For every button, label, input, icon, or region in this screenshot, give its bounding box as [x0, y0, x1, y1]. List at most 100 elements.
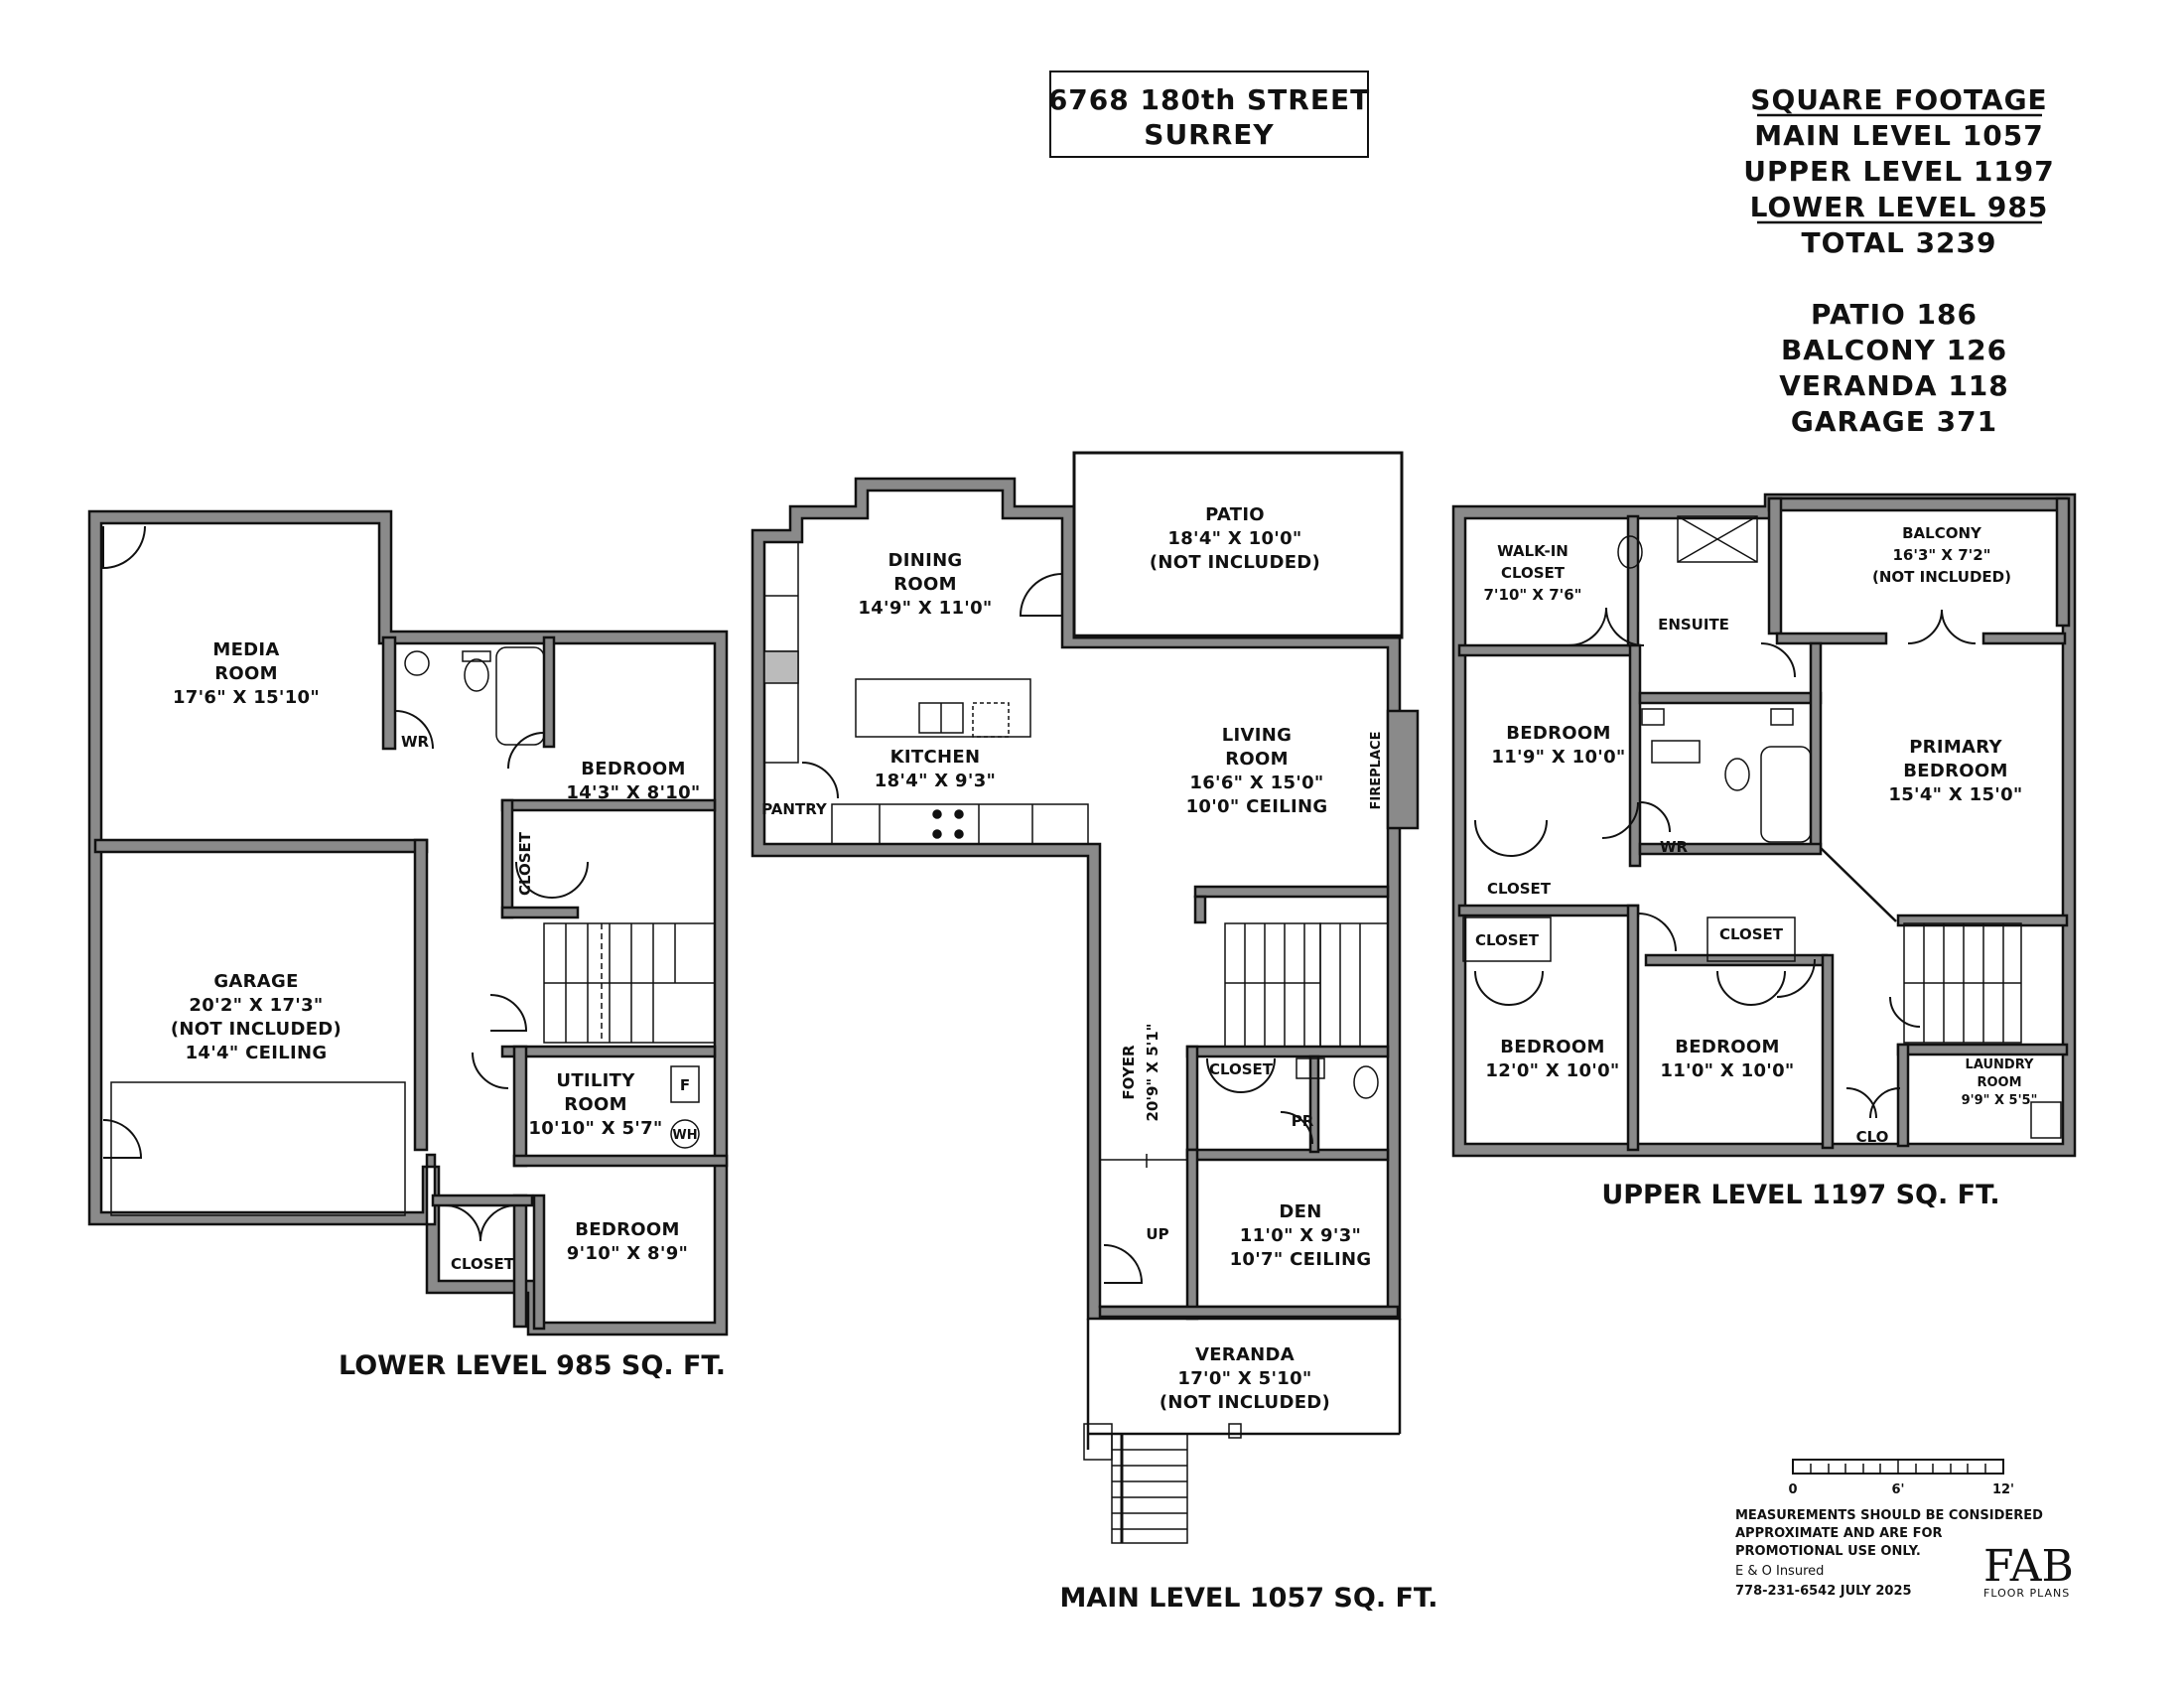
- main-living-dims: 16'6" X 15'0": [1189, 773, 1323, 793]
- main-veranda-dims: 17'0" X 5'10": [1177, 1368, 1311, 1389]
- upper-primary-line2: BEDROOM: [1903, 761, 2007, 781]
- main-patio-note: (NOT INCLUDED): [1150, 552, 1320, 573]
- lower-media-line1: MEDIA: [212, 639, 279, 660]
- logo-subtitle: FLOOR PLANS: [1983, 1587, 2070, 1600]
- lower-bedroom2-name: BEDROOM: [575, 1219, 679, 1240]
- upper-balcony-dims: 16'3" X 7'2": [1892, 546, 1990, 564]
- upper-bedroom1-name: BEDROOM: [1506, 723, 1610, 744]
- lower-utility-dims: 10'10" X 5'7": [528, 1118, 662, 1139]
- upper-bedroom2-dims: 12'0" X 10'0": [1485, 1060, 1619, 1081]
- main-powder-room: PR: [1292, 1112, 1314, 1130]
- main-level-labels: DINING ROOM 14'9" X 11'0" PATIO 18'4" X …: [761, 504, 1437, 1614]
- lower-level-labels: MEDIA ROOM 17'6" X 15'10" WR BEDROOM 14'…: [171, 639, 726, 1381]
- lower-garage-ceiling: 14'4" CEILING: [186, 1043, 328, 1063]
- upper-wr: WR: [1660, 838, 1689, 856]
- upper-primary-dims: 15'4" X 15'0": [1888, 784, 2022, 805]
- upper-ensuite: ENSUITE: [1658, 616, 1729, 633]
- main-patio-name: PATIO: [1205, 504, 1265, 525]
- lower-bedroom1-name: BEDROOM: [581, 759, 685, 779]
- upper-bedroom3-name: BEDROOM: [1675, 1037, 1779, 1057]
- disclaimer-line4: E & O Insured: [1735, 1564, 1824, 1579]
- lower-water-heater-label: WH: [672, 1128, 697, 1143]
- upper-bedroom2-name: BEDROOM: [1500, 1037, 1604, 1057]
- main-dining-dims: 14'9" X 11'0": [858, 598, 992, 619]
- scale-zero: 0: [1788, 1482, 1797, 1497]
- upper-level-labels: WALK-IN CLOSET 7'10" X 7'6" ENSUITE BALC…: [1475, 524, 2037, 1210]
- lower-level-plan: [87, 509, 729, 1336]
- sqft-lower: LOWER LEVEL 985: [1750, 191, 2049, 223]
- upper-balcony-name: BALCONY: [1902, 524, 1982, 542]
- upper-laundry-dims: 9'9" X 5'5": [1962, 1093, 2038, 1108]
- upper-clo: CLO: [1856, 1128, 1889, 1146]
- main-fireplace: FIREPLACE: [1369, 732, 1384, 810]
- main-den-dims: 11'0" X 9'3": [1240, 1225, 1361, 1246]
- main-foyer-dims: 20'9" X 5'1": [1144, 1023, 1161, 1121]
- lower-level-title: LOWER LEVEL 985 SQ. FT.: [339, 1350, 726, 1381]
- sqft-total: TOTAL 3239: [1801, 226, 1996, 259]
- main-level-title: MAIN LEVEL 1057 SQ. FT.: [1059, 1583, 1437, 1614]
- main-level-plan: [751, 451, 1420, 1544]
- scale-mid: 6': [1891, 1482, 1904, 1497]
- lower-utility-line2: ROOM: [564, 1094, 627, 1115]
- extra-patio: PATIO 186: [1811, 298, 1978, 331]
- address-line1: 6768 180th STREET: [1048, 83, 1370, 116]
- main-pantry: PANTRY: [761, 800, 828, 818]
- lower-wr: WR: [401, 733, 430, 751]
- upper-walkin-line2: CLOSET: [1501, 564, 1566, 582]
- lower-garage-name: GARAGE: [213, 971, 298, 992]
- upper-walkin-line1: WALK-IN: [1497, 542, 1569, 560]
- extra-garage: GARAGE 371: [1791, 405, 1997, 438]
- upper-closet2: CLOSET: [1475, 931, 1540, 949]
- extra-balcony: BALCONY 126: [1781, 334, 2007, 366]
- disclaimer-line1: MEASUREMENTS SHOULD BE CONSIDERED: [1735, 1508, 2043, 1523]
- main-living-line1: LIVING: [1222, 725, 1292, 746]
- lower-garage-dims: 20'2" X 17'3": [189, 995, 323, 1016]
- lower-garage-note: (NOT INCLUDED): [171, 1019, 341, 1040]
- main-veranda-note: (NOT INCLUDED): [1160, 1392, 1330, 1413]
- upper-laundry-line1: LAUNDRY: [1966, 1057, 2034, 1072]
- main-den-ceiling: 10'7" CEILING: [1230, 1249, 1372, 1270]
- disclaimer-line5: 778-231-6542 JULY 2025: [1735, 1584, 1912, 1599]
- square-footage-summary: SQUARE FOOTAGE MAIN LEVEL 1057 UPPER LEV…: [1743, 83, 2055, 438]
- lower-closet1: CLOSET: [516, 831, 534, 896]
- main-up-label: UP: [1146, 1225, 1168, 1243]
- main-foyer-name: FOYER: [1120, 1045, 1138, 1100]
- main-veranda-name: VERANDA: [1195, 1344, 1295, 1365]
- address-line2: SURREY: [1144, 118, 1274, 151]
- scale-bar: 0 6' 12': [1788, 1459, 2014, 1497]
- lower-furnace-label: F: [680, 1076, 690, 1094]
- main-kitchen-name: KITCHEN: [890, 747, 981, 768]
- upper-bedroom1-dims: 11'9" X 10'0": [1491, 747, 1625, 768]
- upper-bedroom3-dims: 11'0" X 10'0": [1660, 1060, 1794, 1081]
- extra-veranda: VERANDA 118: [1779, 369, 2009, 402]
- fab-logo: FAB FLOOR PLANS: [1983, 1541, 2074, 1600]
- upper-closet3: CLOSET: [1719, 925, 1784, 943]
- main-patio-dims: 18'4" X 10'0": [1167, 528, 1301, 549]
- upper-walkin-dims: 7'10" X 7'6": [1483, 586, 1581, 604]
- main-dining-line2: ROOM: [893, 574, 957, 595]
- lower-closet2: CLOSET: [451, 1255, 515, 1273]
- lower-utility-line1: UTILITY: [556, 1070, 635, 1091]
- main-den-name: DEN: [1279, 1201, 1321, 1222]
- upper-balcony-note: (NOT INCLUDED): [1872, 568, 2011, 586]
- lower-media-dims: 17'6" X 15'10": [173, 687, 320, 708]
- sqft-main: MAIN LEVEL 1057: [1754, 119, 2043, 152]
- main-kitchen-dims: 18'4" X 9'3": [875, 771, 996, 791]
- disclaimer: MEASUREMENTS SHOULD BE CONSIDERED APPROX…: [1735, 1508, 2043, 1599]
- lower-bedroom2-dims: 9'10" X 8'9": [567, 1243, 688, 1264]
- upper-level-title: UPPER LEVEL 1197 SQ. FT.: [1601, 1180, 1999, 1210]
- upper-closet1: CLOSET: [1487, 880, 1552, 898]
- lower-bedroom1-dims: 14'3" X 8'10": [566, 782, 700, 803]
- logo-mark: FAB: [1983, 1541, 2074, 1592]
- sqft-heading: SQUARE FOOTAGE: [1750, 83, 2047, 116]
- address-box: 6768 180th STREET SURREY: [1048, 70, 1370, 158]
- sqft-upper: UPPER LEVEL 1197: [1743, 155, 2055, 188]
- upper-laundry-line2: ROOM: [1977, 1075, 2021, 1090]
- lower-media-line2: ROOM: [214, 663, 278, 684]
- upper-level-plan: [1451, 492, 2077, 1158]
- main-closet: CLOSET: [1209, 1060, 1274, 1078]
- disclaimer-line2: APPROXIMATE AND ARE FOR: [1735, 1526, 1943, 1541]
- main-living-ceiling: 10'0" CEILING: [1186, 796, 1328, 817]
- upper-primary-line1: PRIMARY: [1909, 737, 2002, 758]
